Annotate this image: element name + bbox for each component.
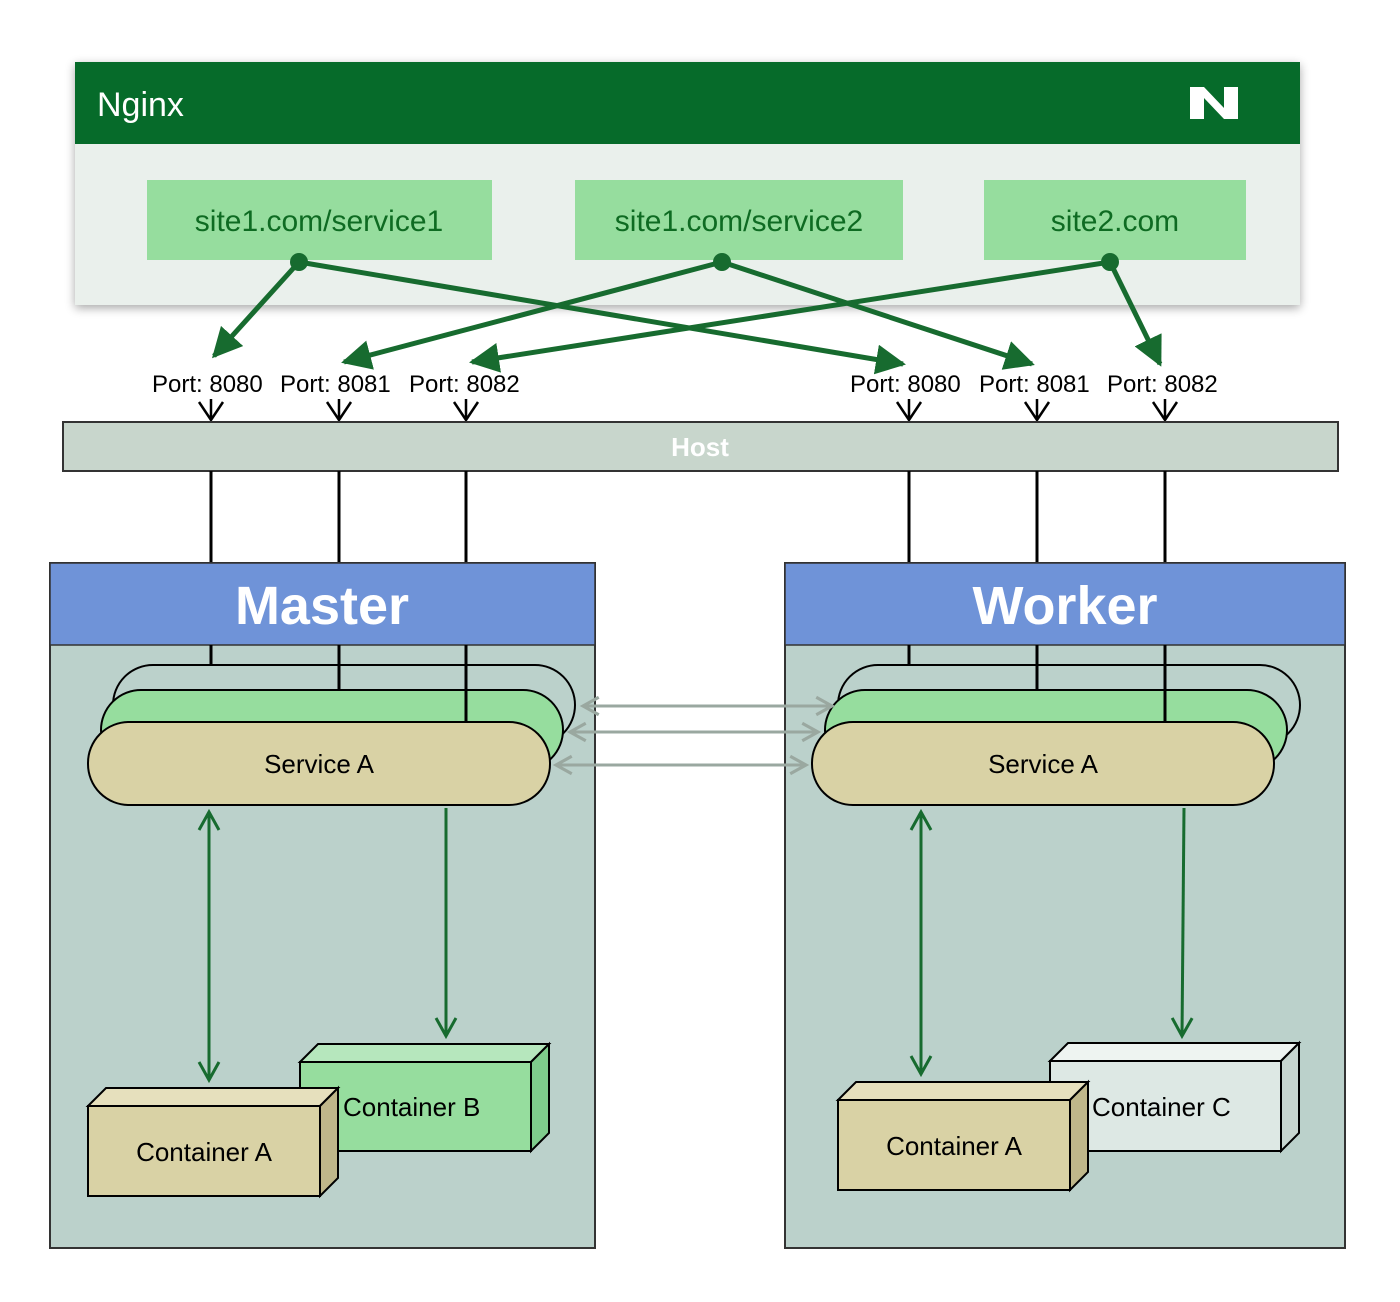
site-box-service1	[147, 180, 492, 260]
host-label: Host	[671, 432, 729, 462]
master-container-a-label: Container A	[136, 1137, 273, 1167]
master-node-header	[49, 562, 596, 646]
master-port-8080: Port: 8080	[152, 371, 263, 398]
origin-dot-service1	[290, 253, 308, 271]
worker-port-8080: Port: 8080	[850, 371, 961, 398]
nginx-n-logo-icon	[1190, 87, 1238, 119]
port-arrow-icon	[895, 399, 923, 423]
port-arrows	[197, 399, 1179, 423]
master-node: Master Service A Container B Container A	[49, 562, 596, 1249]
route-service2-master-8081	[341, 259, 723, 370]
worker-container-c-label: Container C	[1092, 1092, 1231, 1122]
site-box-site2	[984, 180, 1246, 260]
route-site2-master-8082	[469, 259, 1111, 373]
master-container-a: Container A	[85, 1085, 341, 1199]
routing-arrows	[211, 259, 1163, 375]
worker-port-8082: Port: 8082	[1107, 371, 1218, 398]
master-container-b-label: Container B	[343, 1092, 480, 1122]
route-site2-worker-8082	[1107, 260, 1163, 367]
master-title: Master	[235, 576, 409, 636]
origin-dot-site2	[1101, 253, 1119, 271]
route-service1-master-8080	[211, 260, 301, 359]
nginx-panel: Nginx site1.com/service1 site1.com/servi…	[75, 62, 1300, 305]
host-connectors	[209, 471, 1167, 563]
worker-container-a: Container A	[835, 1079, 1091, 1193]
site-box-service2	[575, 180, 903, 260]
worker-service-label: Service A	[988, 749, 1098, 779]
worker-node: Worker Service A Container C Container A	[784, 562, 1346, 1249]
master-service	[87, 721, 551, 806]
master-service-label: Service A	[264, 749, 374, 779]
port-arrow-icon	[452, 399, 480, 423]
cluster-sync-arrows	[552, 695, 836, 776]
master-port-8081: Port: 8081	[280, 371, 391, 398]
origin-dot-service2	[713, 253, 731, 271]
site-label-service2: site1.com/service2	[615, 205, 863, 238]
host-bar-rect	[62, 421, 1339, 472]
host-bar: Host	[62, 421, 1339, 472]
port-arrow-icon	[197, 399, 225, 423]
worker-title: Worker	[972, 576, 1157, 636]
nginx-title: Nginx	[97, 86, 184, 124]
site-label-service1: site1.com/service1	[195, 205, 443, 238]
site-label-site2: site2.com	[1051, 205, 1179, 238]
route-origin-dots	[290, 253, 1119, 271]
worker-container-a-label: Container A	[886, 1131, 1023, 1161]
route-service2-worker-8081	[721, 259, 1035, 370]
route-service1-worker-8080	[298, 259, 906, 375]
worker-node-header	[784, 562, 1346, 646]
port-arrow-icon	[1151, 399, 1179, 423]
port-labels: Port: 8080 Port: 8081 Port: 8082 Port: 8…	[152, 371, 1218, 398]
worker-service-container-c-arrow	[1170, 807, 1194, 1040]
worker-port-8081: Port: 8081	[979, 371, 1090, 398]
worker-service	[811, 721, 1275, 806]
nginx-header	[75, 62, 1300, 144]
master-port-8082: Port: 8082	[409, 371, 520, 398]
port-arrow-icon	[1023, 399, 1051, 423]
port-arrow-icon	[325, 399, 353, 423]
